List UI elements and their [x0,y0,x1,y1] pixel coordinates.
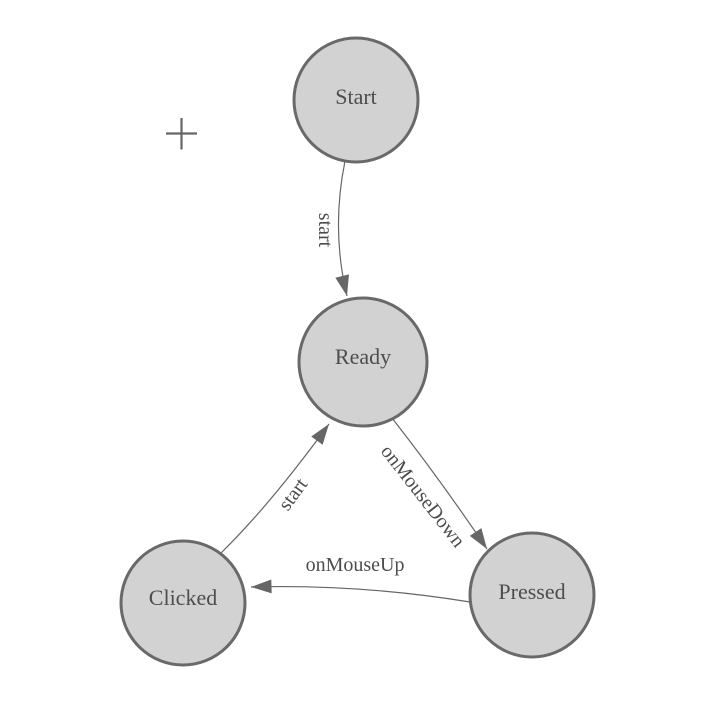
node-start[interactable]: Start [292,36,420,164]
node-ready-circle[interactable] [297,296,429,428]
edge-start-ready[interactable]: start [314,160,349,297]
edge-clicked-ready[interactable]: start [220,423,330,554]
edge-start-ready-path[interactable] [335,160,349,297]
node-pressed[interactable]: Pressed [468,531,596,659]
edge-ready-pressed[interactable]: onMouseDown [376,417,488,552]
edge-clicked-ready-path[interactable] [220,423,330,554]
node-start-circle[interactable] [292,36,420,164]
edge-ready-pressed-path[interactable] [391,417,488,550]
node-clicked-label: Clicked [149,585,217,610]
node-clicked[interactable]: Clicked [119,539,247,667]
node-start-label: Start [335,84,377,109]
edge-pressed-clicked[interactable]: onMouseUp [250,554,471,603]
edge-pressed-clicked-path[interactable] [250,579,471,603]
node-ready[interactable]: Ready [297,296,429,428]
node-pressed-circle[interactable] [468,531,596,659]
edge-start-ready-label: start [314,213,336,248]
plus-crosshair-icon [166,118,197,150]
edge-pressed-clicked-label: onMouseUp [306,554,405,576]
node-ready-label: Ready [335,344,391,369]
node-clicked-circle[interactable] [119,539,247,667]
node-pressed-label: Pressed [498,579,565,604]
edge-clicked-ready-label: start [274,474,312,515]
